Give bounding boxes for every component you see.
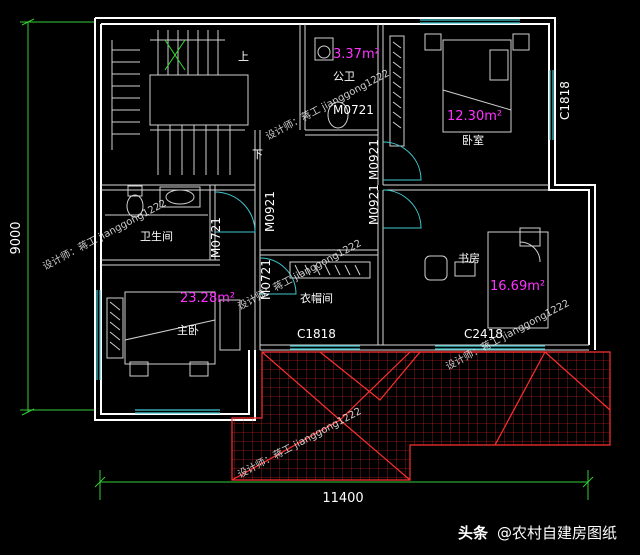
bedroom-area: 12.30m²: [447, 109, 502, 124]
wardrobe-window-code: C1818: [297, 327, 336, 341]
study-label: 书房: [458, 252, 480, 265]
brand-prefix: 头条: [458, 524, 489, 542]
bath-door-code: M0721: [209, 217, 223, 258]
windows: [96, 19, 554, 414]
public-bath-area: 3.37m²: [333, 47, 380, 62]
wardrobe-door-code: M0721: [259, 259, 273, 300]
public-bath-fixtures: [314, 37, 349, 129]
bedroom-door-code: M0921: [263, 191, 277, 232]
study-door-code: M0921: [367, 184, 381, 225]
corridor-door-code: M0921: [367, 139, 381, 180]
bathroom-label: 卫生间: [140, 229, 173, 243]
master-bedroom-furniture: [106, 291, 241, 377]
study-furniture: [424, 227, 549, 329]
master-bedroom-label: 主卧: [177, 324, 199, 337]
walls: [94, 17, 596, 421]
depth-dimension: 9000: [9, 221, 24, 254]
door-swings: [214, 141, 422, 295]
brand-account: @农村自建房图纸: [497, 524, 617, 542]
bedroom-label: 卧室: [462, 133, 484, 147]
study-window-code: C2418: [464, 327, 503, 341]
study-area: 16.69m²: [490, 279, 545, 294]
dimension-lines: [20, 18, 594, 500]
stair-down-label: 下: [252, 148, 263, 161]
bathroom-fixtures: [105, 185, 208, 218]
wardrobe-shelving: [289, 261, 371, 279]
stair-up-label: 上: [238, 50, 249, 63]
wardrobe-label: 衣帽间: [300, 291, 333, 305]
public-bath-door-code: M0721: [333, 103, 374, 117]
bedroom-window-code: C1818: [558, 81, 572, 120]
master-bedroom-area: 23.28m²: [180, 291, 235, 306]
width-dimension: 11400: [322, 491, 363, 506]
public-bath-label: 公卫: [333, 70, 355, 83]
staircase: [111, 30, 249, 175]
roof: [231, 351, 611, 481]
bedroom-furniture: [389, 33, 530, 147]
